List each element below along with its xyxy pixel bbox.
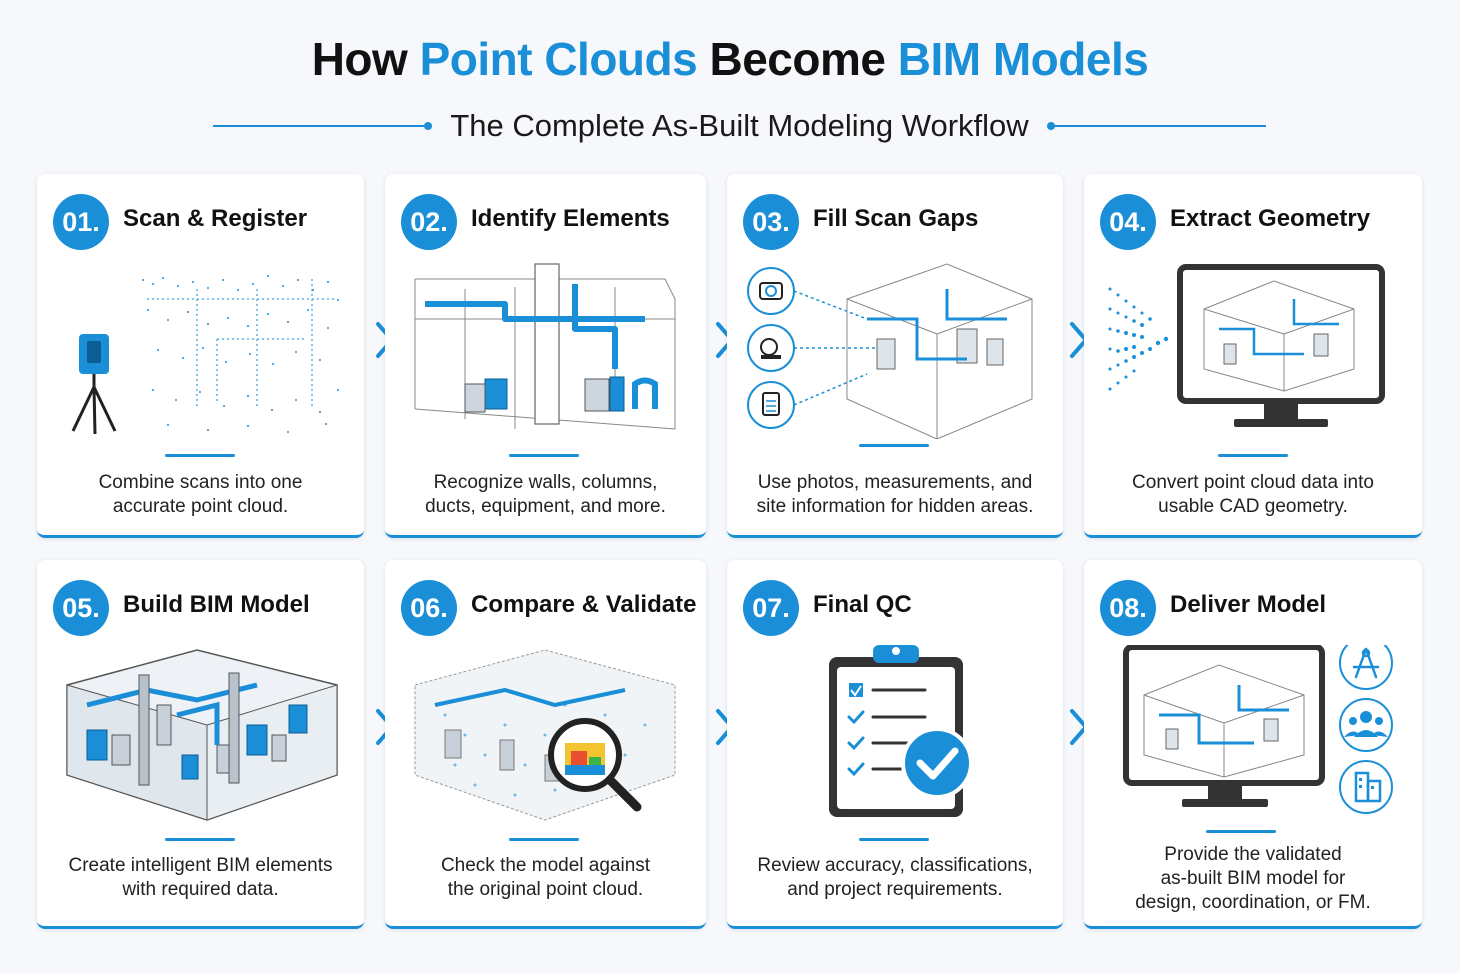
step-title: Identify Elements [471, 205, 670, 232]
step-description: Review accuracy, classifications, and pr… [733, 854, 1057, 902]
step-title: Deliver Model [1170, 591, 1327, 618]
step-number-badge: 03. [743, 194, 799, 250]
step-number-badge: 06. [401, 580, 457, 636]
step-description: Create intelligent BIM elements with req… [43, 854, 358, 902]
title-part-4: BIM Models [897, 33, 1149, 85]
description-line-1: Convert point cloud data into [1132, 472, 1374, 493]
description-line-1: Check the model against [440, 855, 651, 876]
step-description: Check the model against the original poi… [391, 854, 700, 902]
step-description: Use photos, measurements, and site infor… [733, 471, 1057, 519]
step-number-badge: 04. [1100, 194, 1156, 250]
title-part-3: Become [697, 33, 898, 85]
description-line-2: site information for hidden areas. [756, 496, 1034, 517]
description-line-1: Create intelligent BIM elements [68, 855, 333, 876]
separator [509, 454, 579, 457]
bim-model-icon [66, 649, 338, 821]
description-line-1: Review accuracy, classifications, [757, 855, 1033, 876]
step-card-7: 07. Final QC Review accuracy, classifica… [727, 560, 1063, 929]
step-card-3: 03. Fill Scan Gaps Use photos, measureme… [727, 174, 1063, 538]
camera-tape-clipboard-icon [747, 263, 1033, 439]
separator [1206, 830, 1276, 833]
step-title: Compare & Validate [471, 591, 697, 618]
building-elements-icon [414, 263, 676, 430]
step-title: Extract Geometry [1170, 205, 1371, 232]
subtitle-row: The Complete As-Built Modeling Workflow [213, 104, 1266, 148]
description-line-2: and project requirements. [787, 879, 1003, 900]
description-line-2: with required data. [122, 879, 279, 900]
step-card-8: 08. Deliver Model Provide the vali [1084, 560, 1422, 929]
separator [1218, 454, 1288, 457]
step-title: Fill Scan Gaps [813, 205, 979, 232]
description-line-2: the original point cloud. [447, 879, 644, 900]
step-number-badge: 02. [401, 194, 457, 250]
separator [165, 838, 235, 841]
step-title: Scan & Register [123, 205, 308, 232]
title-part-1: How [311, 33, 420, 85]
step-description: Provide the validated as-built BIM model… [1090, 843, 1416, 915]
clipboard-check-icon [829, 645, 973, 817]
separator [509, 838, 579, 841]
step-description: Combine scans into one accurate point cl… [43, 471, 358, 519]
step-card-6: 06. Compare & Validate Check the model a… [385, 560, 706, 929]
step-card-1: 01. Scan & Register [37, 174, 364, 538]
description-line-3: design, coordination, or FM. [1135, 892, 1371, 913]
page-subtitle: The Complete As-Built Modeling Workflow [450, 108, 1029, 143]
step-card-4: 04. Extract Geometry Convert point cloud… [1084, 174, 1422, 538]
step-description: Recognize walls, columns, ducts, equipme… [391, 471, 700, 519]
separator [859, 838, 929, 841]
description-line-2: accurate point cloud. [112, 496, 289, 517]
monitor-delivery-icon [1123, 645, 1393, 814]
separator [859, 444, 929, 447]
step-number-badge: 05. [53, 580, 109, 636]
step-number-badge: 08. [1100, 580, 1156, 636]
description-line-1: Recognize walls, columns, [433, 472, 658, 493]
step-card-2: 02. Identify Elements Recognize walls, c… [385, 174, 706, 538]
title-part-2: Point Clouds [419, 33, 698, 85]
step-number-badge: 01. [53, 194, 109, 250]
description-line-1: Provide the validated [1164, 844, 1342, 865]
description-line-2: ducts, equipment, and more. [425, 496, 666, 517]
description-line-2: usable CAD geometry. [1158, 496, 1348, 517]
magnifier-icon [414, 649, 676, 821]
step-number-badge: 07. [743, 580, 799, 636]
step-card-5: 05. Build BIM Model Create intelligent B… [37, 560, 364, 929]
monitor-cad-icon [1108, 264, 1385, 427]
step-title: Build BIM Model [123, 591, 310, 618]
description-line-2: as-built BIM model for [1160, 868, 1346, 889]
laser-scanner-icon [71, 275, 339, 435]
subtitle-line-left [213, 122, 433, 130]
separator [165, 454, 235, 457]
step-description: Convert point cloud data into usable CAD… [1090, 471, 1416, 519]
step-title: Final QC [813, 591, 912, 618]
subtitle-line-right [1046, 122, 1266, 130]
description-line-1: Use photos, measurements, and [757, 472, 1033, 493]
description-line-1: Combine scans into one [98, 472, 303, 493]
page-title: How Point Clouds Become BIM Models [0, 32, 1460, 86]
